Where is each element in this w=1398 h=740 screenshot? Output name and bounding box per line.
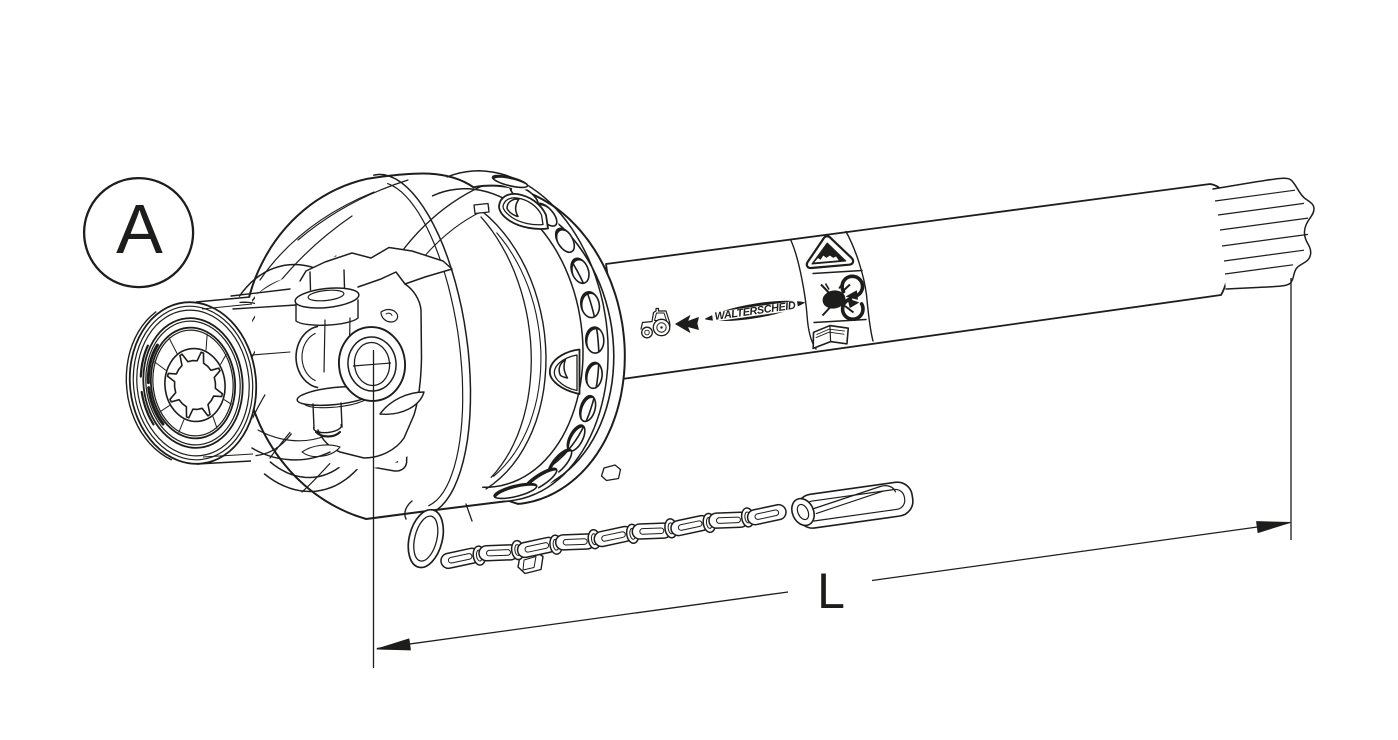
svg-text:A: A (116, 190, 163, 268)
svg-text:L: L (817, 563, 845, 619)
